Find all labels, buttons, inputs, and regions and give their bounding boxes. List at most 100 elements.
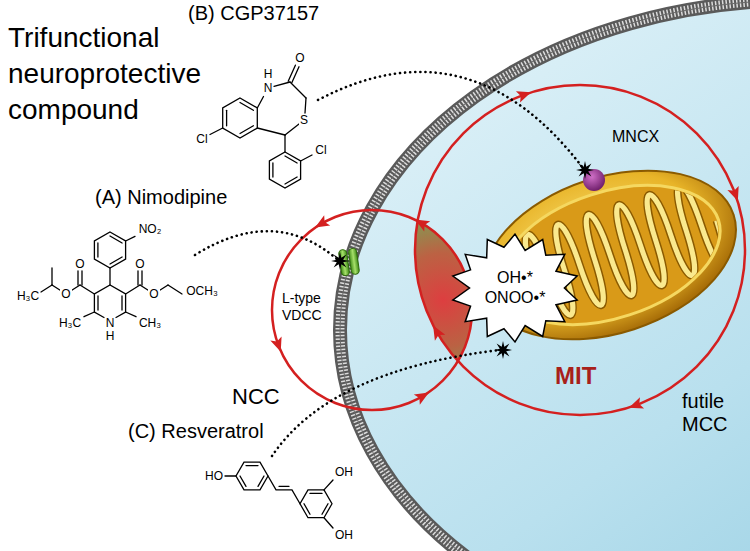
chemical-structure	[110, 257, 122, 264]
cycle-arrowhead	[412, 214, 430, 231]
chemical-structure	[126, 285, 140, 294]
chemical-structure	[41, 232, 182, 318]
chemical-structure	[236, 462, 268, 490]
compound-label: (A) Nimodipine	[95, 186, 227, 209]
atom-label: OH	[334, 466, 354, 478]
atom-label: HO	[204, 470, 224, 482]
atom-label: O	[60, 288, 71, 300]
channel-symbol	[348, 248, 360, 275]
cycle-arrowhead	[428, 323, 445, 341]
cell-membrane	[340, 0, 750, 551]
chemical-structure	[279, 486, 289, 487]
chemical-structure	[240, 126, 253, 134]
chemical-structure	[121, 296, 122, 310]
radical-label: OH•*	[497, 268, 533, 288]
chemical-structure	[258, 476, 264, 486]
ros-burst: OH•*ONOO•*	[450, 233, 580, 343]
chemical-structure	[223, 98, 258, 138]
atom-label: H₃C	[58, 317, 82, 329]
chemical-structure	[324, 480, 333, 490]
cycle-arrowhead	[727, 186, 743, 203]
calcium-cycle	[272, 85, 745, 415]
atom-label: O	[148, 288, 159, 300]
cycle-overlap	[415, 85, 745, 415]
chemical-structure	[272, 163, 273, 177]
cycle-arrowhead	[270, 337, 286, 354]
atom-label: S	[299, 114, 309, 126]
compound-label: (C) Resveratrol	[128, 420, 264, 443]
chemical-structure	[288, 65, 295, 81]
chemical-structure	[109, 268, 110, 285]
cycle-arrowhead	[516, 87, 533, 103]
chemical-structure	[268, 476, 300, 504]
cycle-arrowhead	[516, 87, 533, 103]
chemical-structure	[240, 476, 246, 486]
radical-label: ONOO•*	[485, 288, 546, 308]
chemical-structure	[141, 271, 142, 285]
chemical-structure	[51, 268, 52, 285]
chemical-structure	[126, 236, 135, 241]
target-star	[331, 161, 594, 359]
atom-label: O	[74, 258, 85, 270]
chemical-structure	[94, 232, 125, 268]
target-star	[331, 252, 349, 270]
chemical-structure	[97, 243, 98, 257]
chemical-structure	[159, 285, 168, 291]
figure-title: Trifunctional neuroprotective compound	[8, 20, 248, 128]
atom-label: N	[105, 317, 116, 329]
cycle-arrowhead	[727, 186, 743, 203]
atom-label: Cl	[195, 133, 208, 145]
cycle-arrowhead	[312, 215, 330, 232]
chemical-structure	[210, 65, 312, 188]
chemical-structure	[94, 285, 125, 318]
chemical-structure	[324, 518, 333, 528]
calcium-cycle	[415, 85, 745, 415]
chemical-structure	[97, 296, 98, 310]
cycle-label: NCC	[232, 384, 280, 409]
cycle-arrowhead	[428, 323, 445, 341]
atom-label: O	[294, 52, 305, 64]
atom-label: N	[263, 82, 274, 94]
atom-label: CH₃	[138, 317, 162, 329]
chemical-structure	[322, 504, 328, 514]
action-line	[272, 350, 500, 456]
chemical-structure	[310, 493, 322, 494]
cycle-arrowhead	[270, 87, 743, 414]
chemical-structure	[257, 97, 263, 109]
cell-membrane	[340, 0, 750, 551]
chemical-structure	[305, 98, 306, 113]
atom-label: H	[263, 68, 274, 80]
chemical-structure	[285, 177, 297, 184]
cycle-arrowhead	[270, 337, 286, 354]
transporter-label: MNCX	[612, 128, 659, 146]
chemical-structure	[257, 128, 285, 135]
atom-label: OH	[334, 529, 354, 541]
chemical-structure	[300, 490, 332, 518]
chemical-structure	[246, 465, 258, 466]
chemical-structure	[210, 128, 223, 135]
atom-label: O	[134, 258, 145, 270]
chemical-structure	[301, 155, 312, 161]
action-line	[195, 231, 338, 260]
chemical-structure	[285, 124, 299, 135]
chemical-structure	[84, 312, 94, 317]
chemical-structure	[81, 271, 82, 285]
chemical-structure	[225, 462, 333, 528]
cycle-arrowhead	[412, 214, 430, 231]
cell-interior	[340, 0, 750, 551]
channel-label: L-type VDCC	[282, 290, 332, 324]
chemical-structure	[71, 285, 80, 291]
chemical-structure	[304, 504, 310, 514]
action-line	[195, 72, 583, 456]
chemical-structure	[285, 156, 297, 163]
cycle-arrowhead	[312, 215, 330, 232]
chemical-structure	[80, 285, 94, 294]
atom-label: OCH₃	[185, 285, 219, 297]
organelle-label: MIT	[555, 362, 596, 390]
chemical-structure	[110, 236, 122, 243]
burst-outline	[450, 233, 580, 343]
chemical-structure	[126, 312, 136, 317]
burst-outline	[453, 234, 577, 342]
chemical-structure	[225, 475, 236, 476]
